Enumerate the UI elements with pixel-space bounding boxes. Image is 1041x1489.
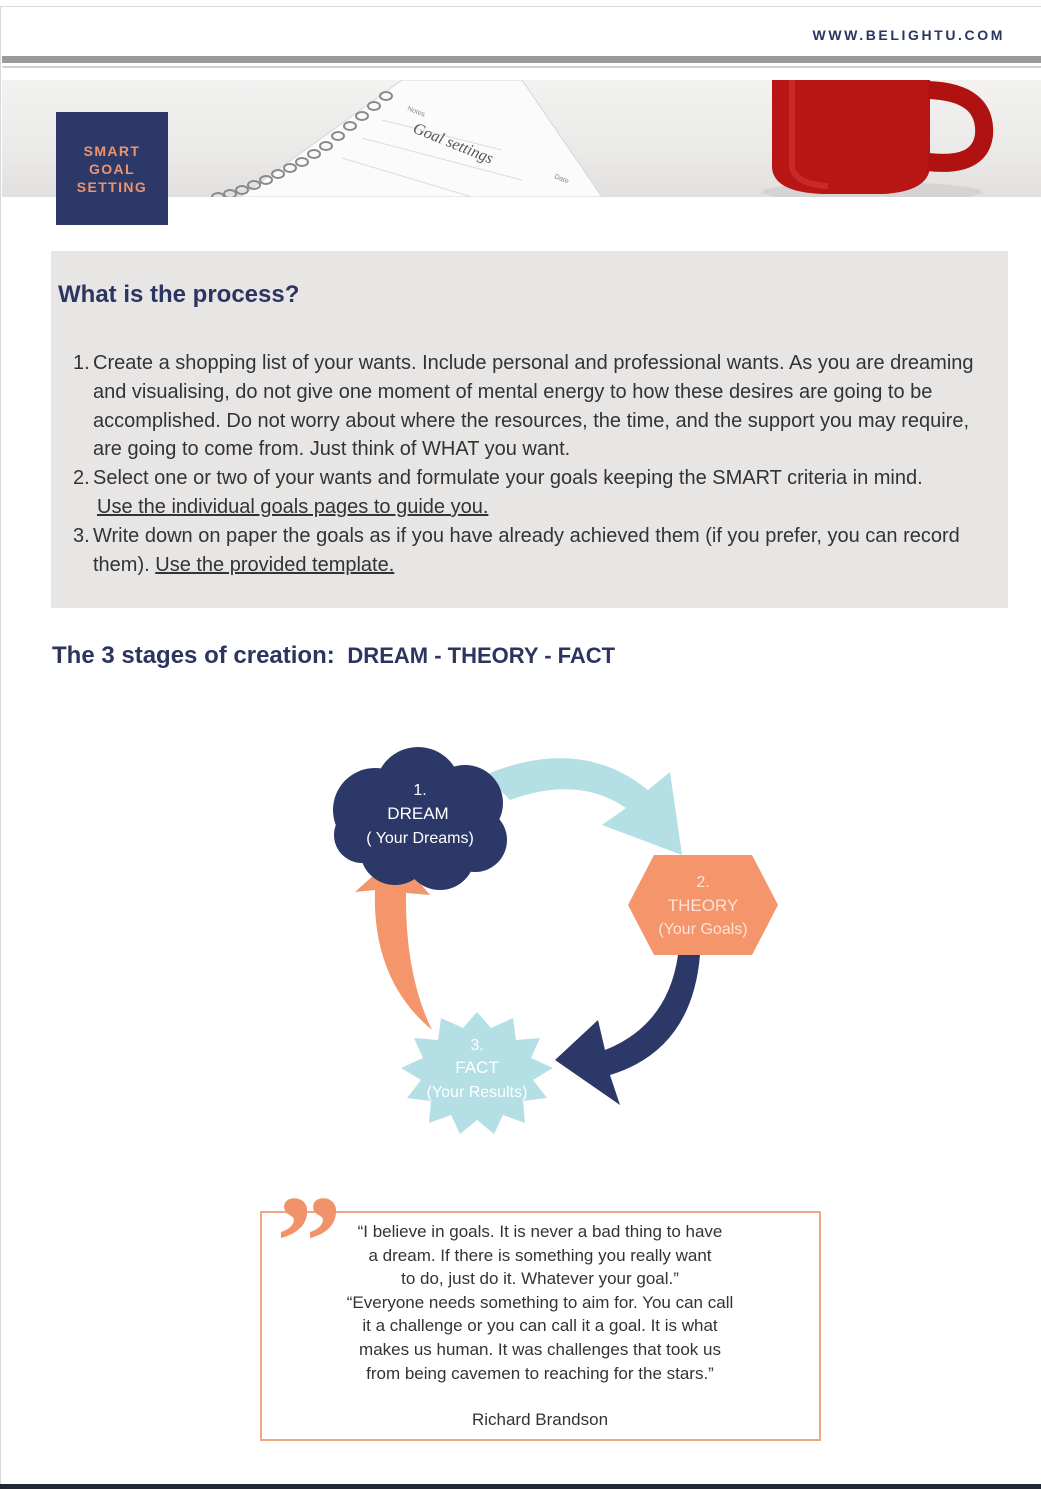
badge-line: SMART (83, 142, 141, 159)
quote-line: makes us human. It was challenges that t… (359, 1339, 721, 1359)
goals-pages-link[interactable]: Use the individual goals pages to guide … (97, 495, 489, 518)
header-rule (2, 56, 1041, 63)
quote-line: a dream. If there is something you reall… (368, 1245, 712, 1265)
quote-line: it a challenge or you can call it a goal… (362, 1316, 718, 1336)
quote-line: “Everyone needs something to aim for. Yo… (346, 1292, 734, 1312)
list-item: 3. Write down on paper the goals as if y… (73, 522, 1003, 580)
quote-box (260, 1211, 821, 1441)
list-item-number: 2. (73, 467, 90, 490)
list-item-number: 3. (73, 524, 90, 547)
banner-photo: Goal settings Notes Date (2, 80, 1041, 197)
notepad-line (361, 137, 523, 181)
smart-goal-badge: SMART GOAL SETTING (56, 112, 168, 225)
list-item: 2. Select one or two of your wants and f… (73, 464, 1003, 522)
notepad-page (239, 80, 603, 197)
spiral-binding (211, 91, 393, 197)
mug-handle (926, 81, 994, 172)
quote-line: from being cavemen to reaching for the s… (366, 1363, 714, 1383)
header-rule-thin (2, 66, 1041, 68)
quote-line: to do, just do it. Whatever your goal.” (401, 1269, 679, 1289)
list-item-number: 1. (73, 352, 90, 374)
template-link[interactable]: Use the provided template. (155, 553, 395, 576)
quote-author: Richard Brandson (471, 1410, 609, 1429)
list-item: 1. Create a shopping list of your wants.… (73, 349, 1003, 464)
mug-highlight (789, 80, 829, 189)
quote-line: “I believe in goals. It is never a bad t… (357, 1222, 723, 1241)
process-section: What is the process? 1. Create a shoppin… (51, 251, 1008, 608)
list-item-text: Create a shopping list of your wants. In… (93, 352, 974, 461)
list-item-body: Write down on paper the goals as if you … (93, 522, 1003, 580)
process-title: What is the process? (58, 281, 300, 308)
stages-heading-text: The 3 stages of creation: (52, 642, 335, 669)
site-url[interactable]: WWW.BELIGHTU.COM (812, 27, 1005, 43)
page-frame (0, 6, 1041, 1489)
footer-rule (0, 1484, 1041, 1489)
mug-icon (772, 80, 930, 194)
process-list: 1. Create a shopping list of your wants.… (73, 349, 1003, 579)
notepad-line (381, 119, 503, 151)
badge-line: SETTING (76, 178, 148, 195)
stages-subheading: DREAM - THEORY - FACT (347, 643, 616, 668)
list-item-body: Select one or two of your wants and form… (93, 464, 1003, 522)
quote-text: “I believe in goals. It is never a bad t… (330, 1220, 750, 1385)
notepad-line (341, 157, 473, 197)
stages-heading: The 3 stages of creation: DREAM - THEORY… (52, 642, 615, 670)
quote-mark-icon: ” (276, 1168, 342, 1315)
list-item-text: Write down on paper the goals as if you … (93, 524, 960, 576)
badge-line: GOAL (88, 160, 136, 177)
banner-illustration: Goal settings Notes Date (211, 80, 994, 197)
list-item-text: Select one or two of your wants and form… (93, 467, 923, 490)
